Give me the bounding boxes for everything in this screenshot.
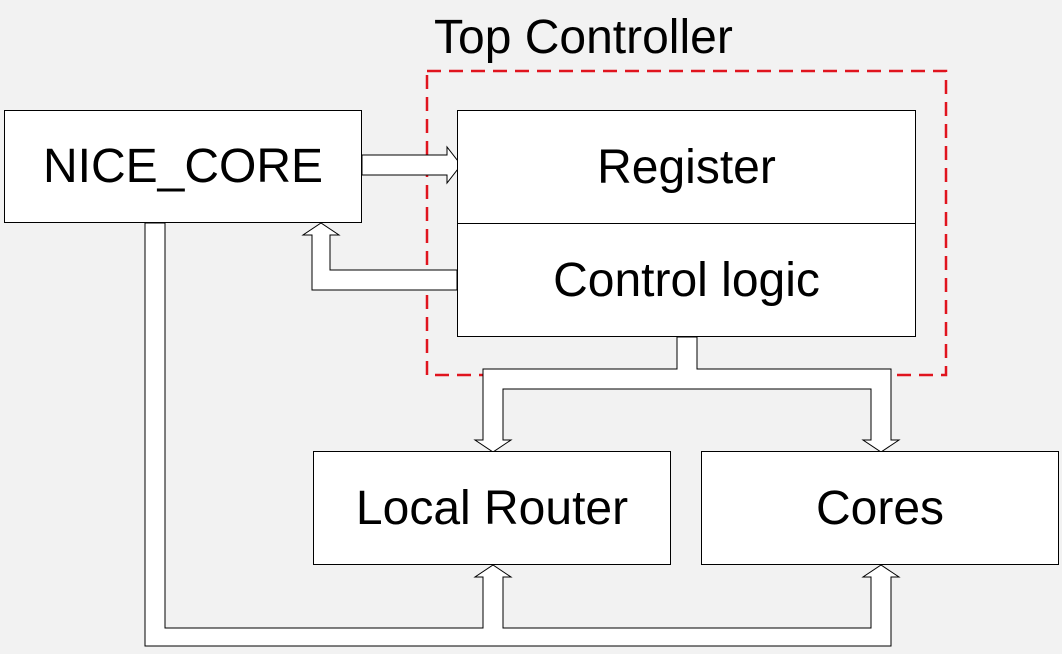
top-controller-title: Top Controller — [434, 11, 733, 64]
arrow-control-logic-to-nice-core — [301, 222, 458, 291]
cores-label: Cores — [815, 481, 945, 535]
control-logic-block: Control logic — [457, 223, 916, 337]
control-logic-label: Control logic — [553, 253, 820, 307]
arrow-nice-core-to-register — [361, 145, 462, 185]
cores-block: Cores — [701, 451, 1059, 565]
register-label: Register — [597, 140, 776, 194]
register-block: Register — [457, 110, 916, 224]
arrow-control-logic-to-router-and-cores — [473, 336, 901, 453]
nice-core-label: NICE_CORE — [42, 140, 324, 193]
nice-core-block: NICE_CORE — [4, 110, 362, 223]
arrow-nice-core-to-router-and-cores — [144, 222, 901, 647]
local-router-block: Local Router — [313, 451, 671, 565]
local-router-label: Local Router — [355, 481, 629, 535]
